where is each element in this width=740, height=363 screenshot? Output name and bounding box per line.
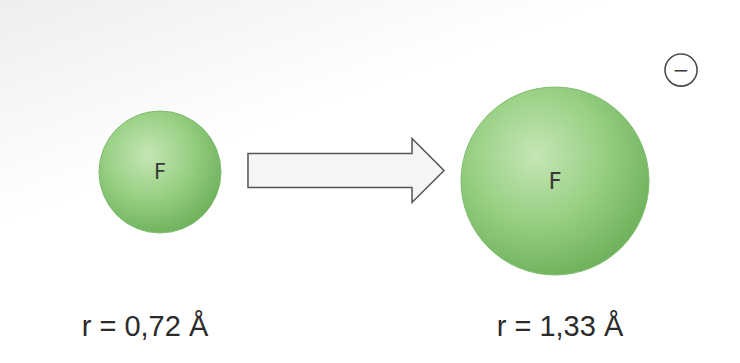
- sign-ring: [665, 54, 697, 86]
- element-symbol: F: [548, 170, 561, 193]
- element-symbol: F: [154, 162, 166, 183]
- text-holder: F: [548, 170, 561, 193]
- charge-symbol: −: [673, 60, 690, 80]
- atom-circle: F: [98, 110, 222, 234]
- sphere: [461, 87, 649, 275]
- radius-label: r = 0,72 Å: [82, 310, 209, 343]
- text-holder: −: [673, 60, 690, 80]
- charge-sign: −: [664, 53, 698, 87]
- block-arrow: [248, 139, 444, 203]
- radius-label: r = 1,33 Å: [497, 310, 624, 343]
- sphere: [99, 111, 221, 233]
- ion-circle: F: [460, 86, 650, 276]
- text-holder: F: [154, 162, 166, 183]
